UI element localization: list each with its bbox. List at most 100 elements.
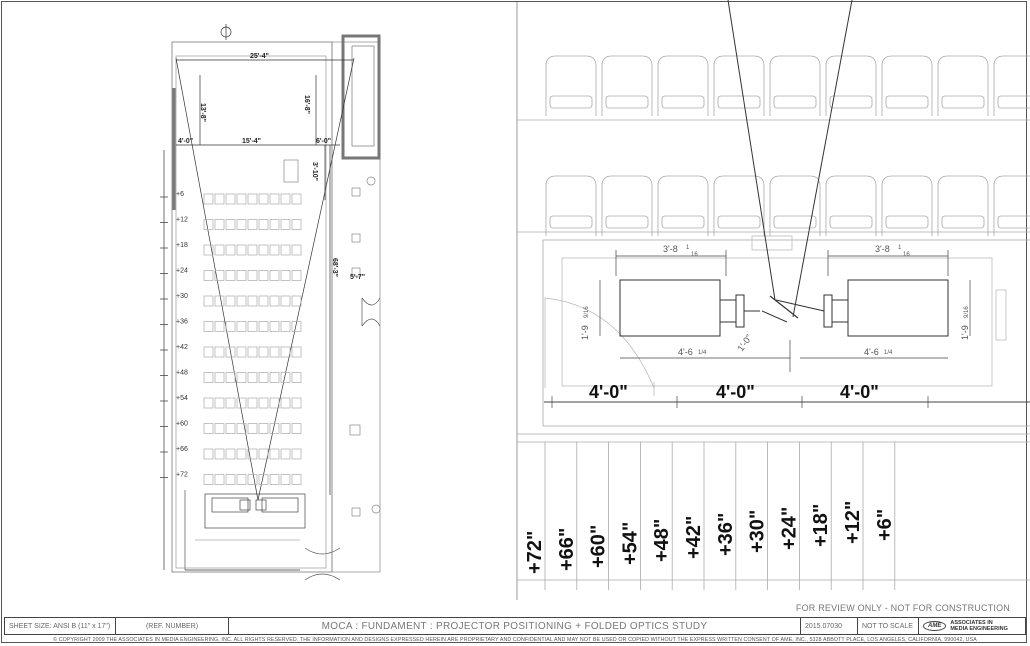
plan-seat (280, 244, 291, 256)
riser-label: +36" (715, 513, 737, 556)
plan-seat (203, 270, 214, 281)
plan-seat (214, 372, 225, 383)
riser-label: +48" (651, 519, 673, 562)
dim-depth-a: 13'-8" (199, 103, 206, 122)
plan-seat (291, 193, 302, 205)
plan-seat (203, 448, 214, 460)
plan-seat (214, 244, 225, 256)
seat-row-upper (545, 55, 1030, 116)
plan-seat (291, 346, 302, 358)
plan-seat (258, 193, 269, 205)
plan-seat (214, 448, 225, 460)
projector-left (619, 279, 721, 337)
plan-seat (225, 321, 236, 332)
seat (657, 175, 709, 236)
plan-seat (280, 321, 291, 332)
seat (601, 175, 653, 236)
plan-seat (269, 219, 280, 230)
seat (545, 175, 597, 236)
dim-room-length: 68'-3" (331, 258, 338, 277)
plan-seat (247, 270, 258, 281)
plan-seat (291, 423, 302, 434)
plan-seat (225, 397, 236, 409)
plan-seat (269, 321, 280, 332)
seat (825, 175, 877, 236)
plan-seat (236, 397, 247, 409)
plan-row-label: +12 (176, 217, 188, 224)
detail-view (517, 55, 1030, 427)
plan-seat (203, 193, 214, 205)
plan-seat (280, 270, 291, 281)
seat (657, 55, 709, 116)
plan-view (160, 24, 381, 581)
dim-proj-length-right: 3'-8 (875, 244, 890, 254)
plan-seat (258, 397, 269, 409)
seat (993, 55, 1030, 116)
plan-row-label: +42 (176, 344, 188, 351)
plan-seat (247, 448, 258, 460)
plan-seat (214, 193, 225, 205)
plan-seat (203, 474, 214, 485)
riser-label: +60" (588, 525, 610, 568)
sheet-title: MOCA : FUNDAMENT : PROJECTOR POSITIONING… (229, 618, 801, 634)
plan-seat (203, 372, 214, 383)
plan-seat (269, 193, 280, 205)
seat (769, 175, 821, 236)
title-block: SHEET SIZE: ANSI B (11" x 17") (REF. NUM… (4, 617, 1026, 635)
dim-screen-span: 15'-4" (242, 138, 261, 145)
riser-label: +18" (810, 504, 832, 547)
seat (713, 55, 765, 116)
dim-frac-num-left: 1 (686, 245, 690, 251)
riser-label: +66" (556, 528, 578, 571)
plan-seat (291, 270, 302, 281)
plan-seat (280, 423, 291, 434)
projector-right (847, 279, 949, 337)
plan-seat (291, 244, 302, 256)
plan-seat (269, 448, 280, 460)
dim-lens-dist-left: 4'-6 (678, 347, 693, 357)
detail-dimension-lines (544, 250, 1030, 408)
dim-door-width: 5'-7" (350, 274, 365, 281)
seat (993, 175, 1030, 236)
plan-seat (236, 448, 247, 460)
seat (937, 175, 989, 236)
plan-seat (203, 244, 214, 256)
plan-seat (225, 372, 236, 383)
plan-seat (269, 244, 280, 256)
plan-row-label: +24 (176, 268, 188, 275)
plan-seat (236, 219, 247, 230)
logo-mark: AME (923, 621, 947, 631)
plan-seat (291, 321, 302, 332)
plan-row-label: +54 (176, 395, 188, 402)
seat-row-lower (545, 175, 1030, 236)
plan-row-label: +18 (176, 242, 188, 249)
projector-assembly (619, 0, 949, 337)
dim-depth-frac-left: 9/16 (584, 306, 590, 318)
plan-seat (291, 219, 302, 230)
plan-seat (247, 346, 258, 358)
plan-seat (203, 397, 214, 409)
plan-seat (247, 321, 258, 332)
copyright-notice: © COPYRIGHT 2009 THE ASSOCIATES IN MEDIA… (53, 637, 977, 643)
seat (713, 175, 765, 236)
seat (601, 55, 653, 116)
plan-seat (214, 346, 225, 358)
plan-seat (203, 346, 214, 358)
dim-depth-c: 3'-10" (311, 162, 318, 181)
plan-seat (236, 244, 247, 256)
plan-seat (280, 346, 291, 358)
plan-seat (280, 372, 291, 383)
plan-seat (214, 270, 225, 281)
plan-seat (269, 346, 280, 358)
plan-seat (280, 193, 291, 205)
plan-seat (258, 219, 269, 230)
seat (769, 55, 821, 116)
room-outline (171, 41, 333, 573)
plan-seat (236, 474, 247, 485)
plan-row-label: +6 (176, 191, 184, 198)
plan-seat (225, 244, 236, 256)
sheet-scale: NOT TO SCALE (858, 618, 919, 634)
plan-seat (258, 295, 269, 307)
dim-mirror-gap: 1'-0" (735, 333, 753, 353)
plan-seat (269, 295, 280, 307)
